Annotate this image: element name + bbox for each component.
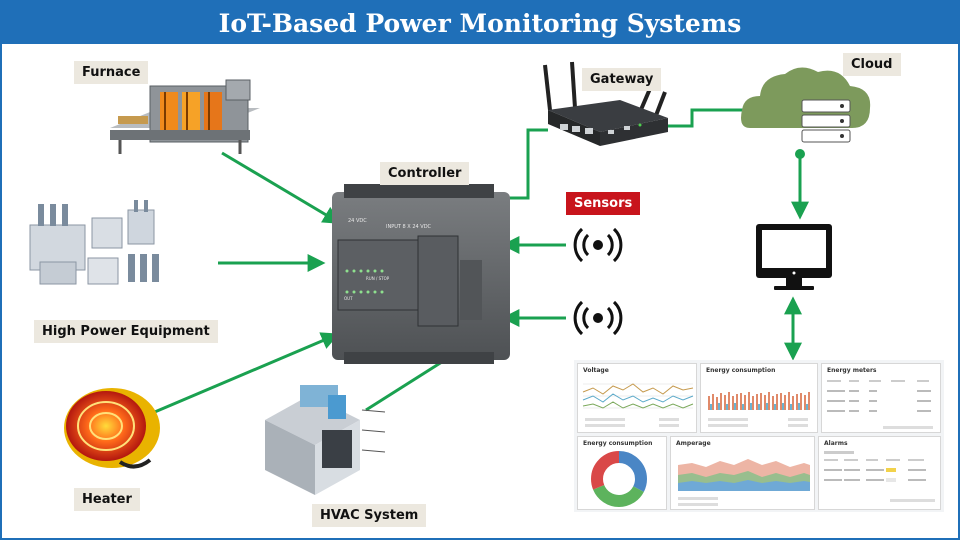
- energy-consumption-2-title: Energy consumption: [583, 440, 653, 447]
- label-heater: Heater: [74, 488, 140, 511]
- label-hvac-system: HVAC System: [312, 504, 427, 527]
- arrow-furnace-to-controller: [221, 151, 342, 224]
- label-controller: Controller: [380, 162, 470, 185]
- high-power-equipment-illustration: [29, 200, 159, 285]
- hvac-illustration: [265, 385, 386, 495]
- controller-out-text: OUT: [344, 296, 353, 301]
- arrow-heater-to-controller: [149, 332, 340, 416]
- amperage-title: Amperage: [676, 440, 711, 447]
- energy-meters-table: [827, 380, 933, 429]
- dashboard-voltage-card: Voltage: [577, 363, 697, 433]
- sensor-signal-1-icon: [573, 227, 623, 263]
- furnace-illustration: [110, 79, 260, 154]
- energy-meters-title: Energy meters: [827, 367, 877, 374]
- dashboard-panel: Voltage Energy consumption: [574, 360, 944, 512]
- alarms-title: Alarms: [824, 440, 848, 447]
- controller-input-text: INPUT 8 X 24 VDC: [386, 224, 432, 230]
- dashboard-alarms-card: Alarms: [818, 436, 941, 510]
- voltage-title: Voltage: [583, 367, 609, 374]
- voltage-line-chart: [582, 383, 694, 427]
- label-gateway: Gateway: [582, 68, 662, 91]
- dashboard-energy-bars-card: Energy consumption: [700, 363, 818, 433]
- energy-bar-chart: [708, 392, 810, 427]
- label-high-power-equipment: High Power Equipment: [34, 320, 218, 343]
- line-controller-to-gateway: [500, 128, 548, 200]
- diagram-title: IoT-Based Power Monitoring Systems: [2, 2, 958, 44]
- label-cloud: Cloud: [843, 53, 901, 76]
- alarms-table: [824, 451, 935, 502]
- dashboard-energy-pie-card: Energy consumption: [577, 436, 667, 510]
- monitor-icon: [756, 224, 832, 290]
- connection-lines: [149, 108, 809, 416]
- energy-donut-chart: [591, 451, 647, 507]
- cloud-illustration: [741, 67, 871, 159]
- line-hvac-to-controller: [365, 358, 446, 412]
- dashboard-amperage-card: Amperage: [670, 436, 815, 510]
- amperage-area-chart: [678, 459, 810, 506]
- heater-illustration: [64, 388, 160, 469]
- dashboard-energy-meters-card: Energy meters: [821, 363, 941, 433]
- sensor-signal-2-icon: [573, 300, 623, 336]
- controller-runstop-text: RUN / STOP: [366, 276, 390, 281]
- label-sensors: Sensors: [566, 192, 641, 215]
- line-gateway-to-cloud: [668, 108, 746, 128]
- energy-consumption-title: Energy consumption: [706, 367, 776, 374]
- controller-device: 24 VDC INPUT 8 X 24 VDC RUN / STOP OUT: [332, 184, 510, 364]
- controller-voltage-text: 24 VDC: [348, 218, 367, 224]
- label-furnace: Furnace: [74, 61, 149, 84]
